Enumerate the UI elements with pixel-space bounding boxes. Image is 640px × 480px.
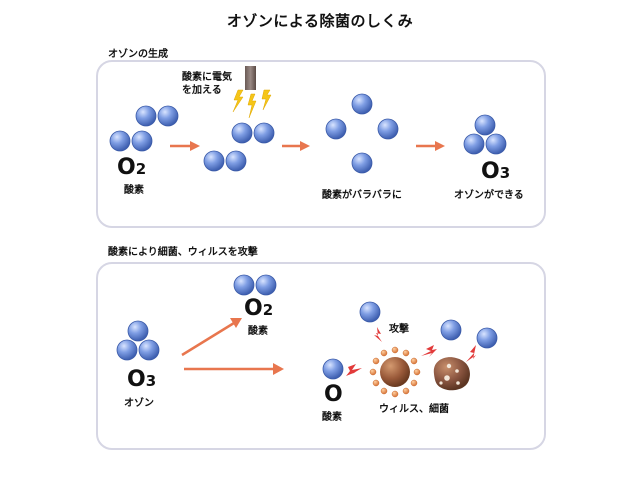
o2-molecule: [233, 274, 277, 296]
o2-molecule-bottom: [109, 130, 153, 152]
oxygen-atom: [203, 150, 225, 172]
oxygen-atom: [322, 358, 344, 380]
attack-label: 攻撃: [389, 324, 409, 335]
oxygen-atom: [109, 130, 131, 152]
energy-label-line-1: 酸素に電気: [182, 72, 232, 83]
lightning-icon: [232, 89, 272, 119]
o2-formula: O2: [117, 155, 146, 180]
scatter-caption: 酸素がバラバラに: [322, 190, 402, 201]
oxygen-atom: [127, 320, 149, 342]
oxygen-atom: [485, 133, 507, 155]
o3-formula: O3: [481, 159, 510, 184]
arrow-up-right: [181, 318, 242, 357]
oxygen-atom: [157, 105, 179, 127]
oxygen-atom: [351, 152, 373, 174]
spark-icon: [346, 327, 476, 376]
virus: [369, 346, 421, 398]
o2-formula-sub-2: 2: [262, 301, 274, 319]
oxygen-atom: [476, 327, 498, 349]
energy-label-line-2: を加える: [182, 85, 222, 96]
o3-caption-2: オゾン: [124, 398, 154, 409]
o2-caption: 酸素: [124, 185, 144, 196]
bacteria: [433, 357, 470, 391]
arrow-right: [184, 363, 284, 375]
oxygen-atom: [440, 319, 462, 341]
o2-formula-sub: 2: [135, 160, 147, 178]
o3-formula-main-2: O: [127, 367, 146, 392]
o3-formula-sub: 3: [499, 164, 511, 182]
section-heading-ozone-generation: オゾンの生成: [108, 49, 168, 60]
oxygen-atom: [351, 93, 373, 115]
oxygen-atom: [135, 105, 157, 127]
oxygen-atom: [474, 114, 496, 136]
oxygen-atom: [463, 133, 485, 155]
target-caption: ウィルス、細菌: [379, 404, 449, 415]
o3-formula-sub-2: 3: [145, 372, 157, 390]
oxygen-atom: [255, 274, 277, 296]
o3-molecule: [463, 114, 507, 155]
o2-formula-2: O2: [244, 296, 273, 321]
oxygen-atom: [233, 274, 255, 296]
oxygen-atom: [253, 122, 275, 144]
oxygen-atom: [138, 339, 160, 361]
o2-molecule-energized: [203, 150, 247, 172]
oxygen-atom: [325, 118, 347, 140]
oxygen-atom: [225, 150, 247, 172]
o2-molecule-energized: [231, 122, 275, 144]
o2-molecule-top: [135, 105, 179, 127]
o2-formula-main: O: [117, 155, 136, 180]
sterilization-panel: [96, 262, 546, 450]
oxygen-atom: [131, 130, 153, 152]
o-formula: O: [324, 382, 343, 407]
energy-label: 酸素に電気 を加える: [182, 71, 232, 97]
o3-formula-2: O3: [127, 367, 156, 392]
o2-formula-main-2: O: [244, 296, 263, 321]
oxygen-atom: [116, 339, 138, 361]
scattered-oxygen-atoms: [325, 93, 399, 174]
section-heading-sterilization: 酸素により細菌、ウィルスを攻撃: [108, 247, 258, 258]
page-title: オゾンによる除菌のしくみ: [226, 12, 414, 30]
o-caption: 酸素: [322, 412, 342, 423]
o3-molecule: [116, 320, 160, 361]
arrow-right: [416, 141, 445, 151]
arrow-right: [282, 141, 310, 151]
oxygen-atom: [231, 122, 253, 144]
arrow-right: [170, 141, 200, 151]
o2-caption-2: 酸素: [248, 326, 268, 337]
o3-caption: オゾンができる: [454, 190, 524, 201]
electrode: [245, 66, 256, 90]
oxygen-atom: [377, 118, 399, 140]
o3-formula-main: O: [481, 159, 500, 184]
oxygen-atom: [359, 301, 381, 323]
